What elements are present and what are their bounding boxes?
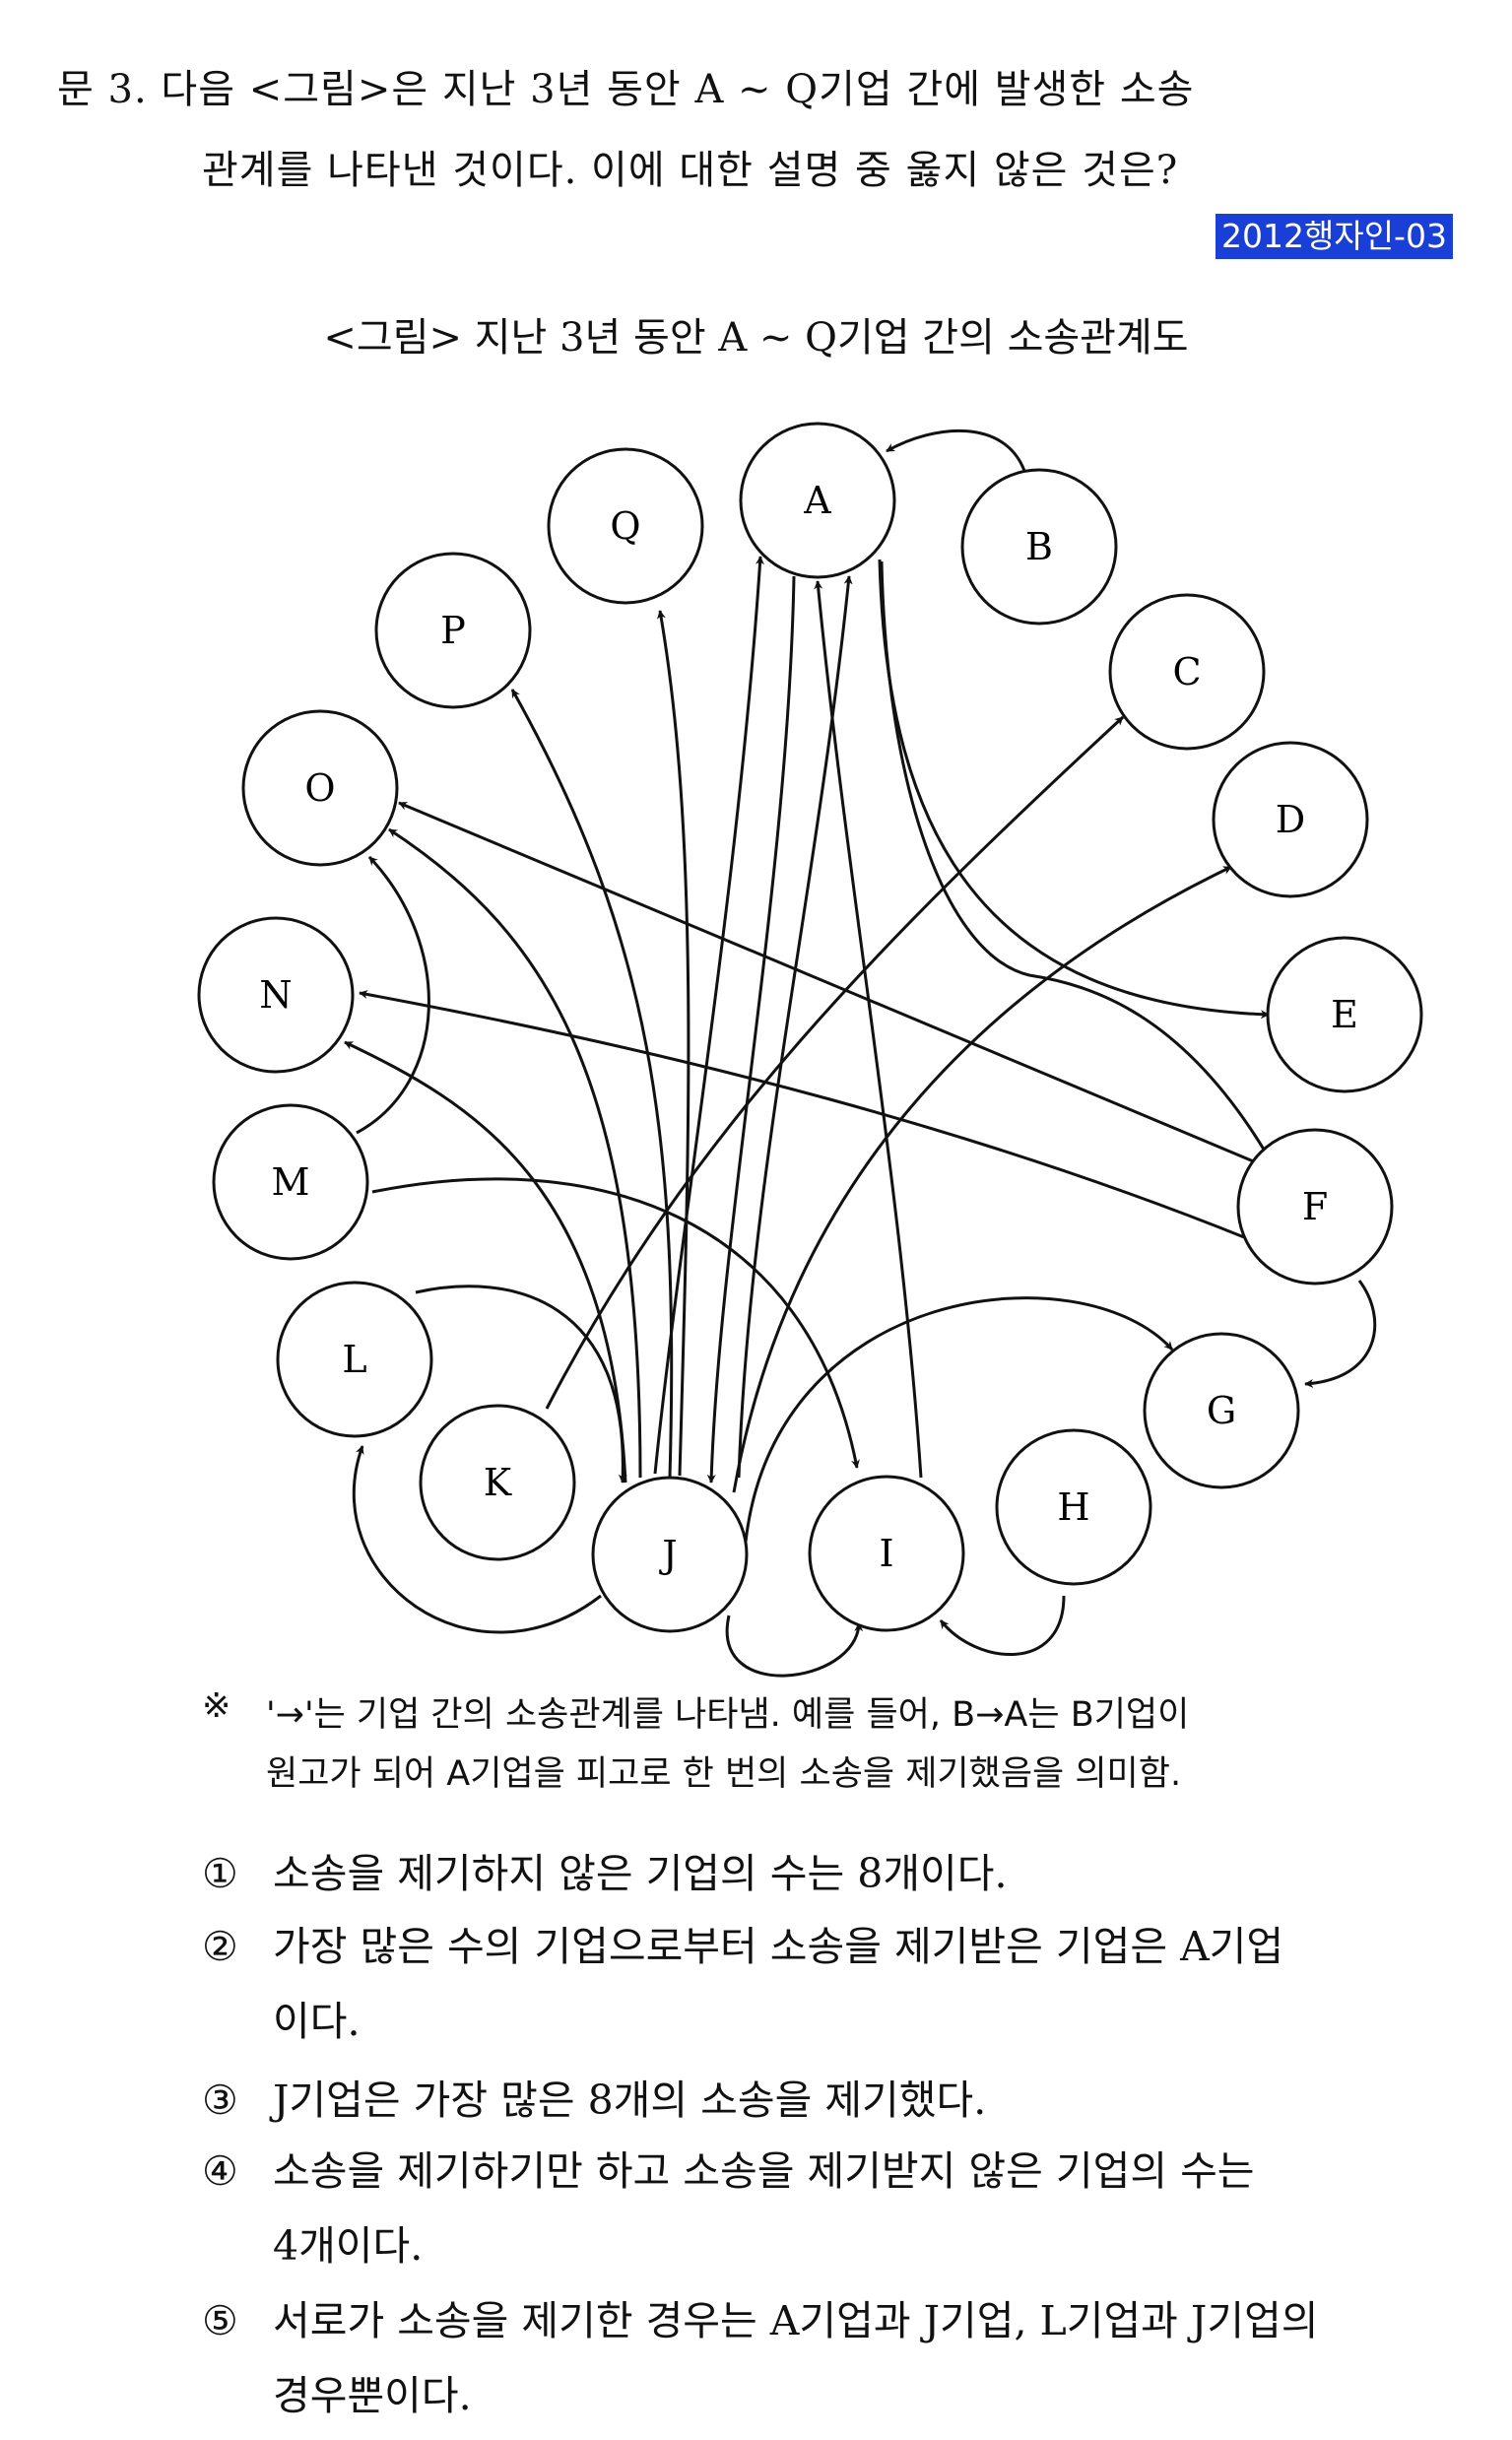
node-f-label: F <box>1302 1185 1328 1228</box>
option-1-text: 소송을 제기하지 않은 기업의 수는 8개이다. <box>273 1850 1008 1897</box>
question-line-1: 문 3. 다음 <그림>은 지난 3년 동안 A ~ Q기업 간에 발생한 소송 <box>57 67 1195 112</box>
option-3-line-1[interactable]: ③ J기업은 가장 많은 8개의 소송을 제기했다. <box>202 2067 986 2126</box>
option-5-number: ⑤ <box>202 2297 238 2344</box>
node-d-label: D <box>1276 798 1305 841</box>
node-g-circle <box>1143 1332 1300 1489</box>
edge-j-l <box>352 1445 602 1634</box>
option-1-line-1[interactable]: ① 소송을 제기하지 않은 기업의 수는 8개이다. <box>202 1840 1008 1899</box>
option-2-line-1[interactable]: ② 가장 많은 수의 기업으로부터 소송을 제기받은 기업은 A기업 <box>202 1913 1283 1972</box>
edge-m-i <box>371 1177 860 1469</box>
node-p-circle <box>374 552 532 709</box>
node-j-circle <box>591 1476 749 1633</box>
figure-title: <그림> 지난 3년 동안 A ~ Q기업 간의 소송관계도 <box>323 315 1189 361</box>
node-e-circle <box>1266 936 1423 1093</box>
edge-j-d <box>732 865 1232 1493</box>
node-c-circle <box>1108 593 1266 751</box>
option-4-number: ④ <box>202 2147 238 2195</box>
node-l-label: L <box>342 1338 366 1381</box>
option-5-line-2[interactable]: 경우뿐이다. <box>273 2372 472 2419</box>
option-5-text: 서로가 소송을 제기한 경우는 A기업과 J기업, L기업과 J기업의 <box>273 2297 1319 2344</box>
edge-f-g <box>1304 1280 1377 1388</box>
node-j-label: J <box>658 1533 677 1576</box>
node-q-label: Q <box>610 504 640 548</box>
node-b-circle <box>960 468 1118 626</box>
edge-j-q <box>656 610 690 1477</box>
edge-j-a-1 <box>653 556 764 1475</box>
edge-a-j <box>706 575 796 1484</box>
edge-f-n <box>359 990 1250 1241</box>
node-h-circle <box>995 1428 1152 1586</box>
source-badge: 2012행자인-03 <box>1216 214 1453 259</box>
edge-f-e <box>880 561 1268 1154</box>
node-c-label: C <box>1172 650 1201 693</box>
node-o-circle <box>241 709 399 867</box>
edge-f-o <box>398 801 1257 1164</box>
edge-j-a-2 <box>737 575 853 1479</box>
node-n-label: N <box>259 973 292 1017</box>
node-h-label: H <box>1057 1485 1089 1529</box>
node-q-circle <box>547 447 704 605</box>
option-2-number: ② <box>202 1923 238 1970</box>
option-1-number: ① <box>202 1850 238 1897</box>
note-line-2: 원고가 되어 A기업을 피고로 한 번의 소송을 제기했음을 의미함. <box>266 1754 1182 1794</box>
edge-b-a <box>886 429 1026 472</box>
option-4-text: 소송을 제기하기만 하고 소송을 제기받지 않은 기업의 수는 <box>273 2147 1255 2195</box>
node-n-circle <box>197 916 355 1074</box>
option-5-line-1[interactable]: ⑤ 서로가 소송을 제기한 경우는 A기업과 J기업, L기업과 J기업의 <box>202 2287 1319 2346</box>
node-b-label: B <box>1025 525 1053 568</box>
edge-m-o <box>356 855 430 1135</box>
lawsuit-diagram: A B C D E F G H I J K L M N O P Q <box>197 422 1423 1678</box>
edge-j-o <box>388 827 642 1479</box>
note-line-1: '→'는 기업 간의 소송관계를 나타냄. 예를 들어, B→A는 B기업이 <box>266 1695 1190 1735</box>
node-g-label: G <box>1207 1389 1236 1432</box>
question-line-2: 관계를 나타낸 것이다. 이에 대한 설명 중 옳지 않은 것은? <box>202 148 1179 193</box>
edge-j-n <box>344 1040 627 1484</box>
node-k-label: K <box>484 1461 512 1504</box>
node-m-label: M <box>272 1160 310 1204</box>
node-o-label: O <box>304 766 335 810</box>
edge-k-c <box>545 715 1125 1410</box>
node-d-circle <box>1212 741 1369 898</box>
node-i-circle <box>808 1475 965 1632</box>
node-p-label: P <box>440 609 466 652</box>
edge-i-a <box>814 580 923 1479</box>
note-mark: ※ <box>202 1686 231 1726</box>
option-2-line-2[interactable]: 이다. <box>273 1998 361 2045</box>
option-2-text: 가장 많은 수의 기업으로부터 소송을 제기받은 기업은 A기업 <box>273 1923 1284 1970</box>
node-a-circle <box>739 422 896 579</box>
option-4-line-1[interactable]: ④ 소송을 제기하기만 하고 소송을 제기받지 않은 기업의 수는 <box>202 2138 1255 2197</box>
edge-j-p <box>510 689 674 1479</box>
edge-j-g <box>743 1296 1174 1552</box>
node-i-label: I <box>879 1532 893 1575</box>
node-l-circle <box>276 1281 433 1438</box>
node-a-label: A <box>803 479 831 522</box>
node-e-label: E <box>1331 993 1358 1036</box>
node-f-circle <box>1236 1128 1394 1286</box>
option-3-number: ③ <box>202 2077 238 2124</box>
option-4-line-2[interactable]: 4개이다. <box>273 2222 424 2270</box>
node-m-circle <box>212 1103 369 1261</box>
node-k-circle <box>419 1404 576 1561</box>
option-3-text: J기업은 가장 많은 8개의 소송을 제기했다. <box>273 2077 987 2124</box>
edge-a-e2 <box>878 559 1270 1020</box>
edge-j-i <box>725 1615 864 1678</box>
edge-h-i <box>939 1595 1066 1656</box>
